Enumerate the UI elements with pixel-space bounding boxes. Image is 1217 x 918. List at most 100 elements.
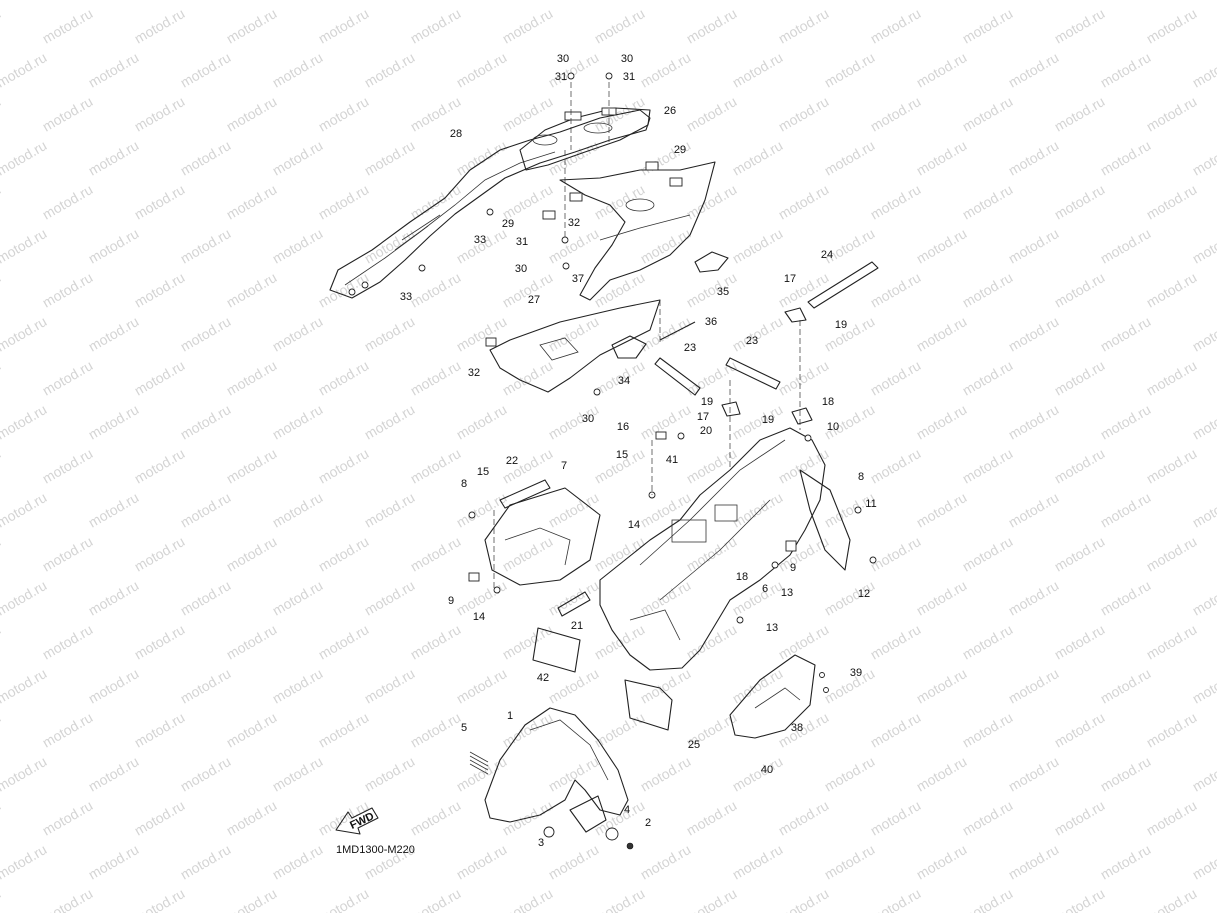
callout-19: 19: [835, 319, 847, 331]
watermark-text: motod.ru: [224, 709, 280, 750]
watermark-text: motod.ru: [500, 93, 556, 134]
watermark-text: motod.ru: [1098, 753, 1154, 794]
watermark-text: motod.ru: [132, 5, 188, 46]
callout-2: 2: [645, 817, 651, 829]
callout-30: 30: [582, 413, 594, 425]
watermark-text: motod.ru: [454, 489, 510, 530]
watermark-text: motod.ru: [1052, 5, 1108, 46]
watermark-text: motod.ru: [730, 49, 786, 90]
callout-24: 24: [821, 249, 833, 261]
watermark-text: motod.ru: [362, 401, 418, 442]
watermark-text: motod.ru: [224, 533, 280, 574]
callout-4: 4: [624, 804, 630, 816]
watermark-text: motod.ru: [914, 489, 970, 530]
watermark-text: motod.ru: [914, 665, 970, 706]
watermark-text: motod.ru: [0, 5, 3, 46]
watermark-text: motod.ru: [960, 181, 1016, 222]
callout-40: 40: [761, 764, 773, 776]
watermark-text: motod.ru: [86, 665, 142, 706]
watermark-text: motod.ru: [822, 841, 878, 882]
callout-23: 23: [684, 342, 696, 354]
watermark-text: motod.ru: [316, 709, 372, 750]
callout-32: 32: [468, 367, 480, 379]
watermark-text: motod.ru: [0, 665, 49, 706]
callout-18: 18: [736, 571, 748, 583]
watermark-text: motod.ru: [408, 533, 464, 574]
watermark-text: motod.ru: [0, 753, 49, 794]
watermark-text: motod.ru: [546, 49, 602, 90]
watermark-text: motod.ru: [730, 753, 786, 794]
watermark-text: motod.ru: [132, 357, 188, 398]
watermark-text: motod.ru: [730, 225, 786, 266]
watermark-text: motod.ru: [1144, 533, 1200, 574]
watermark-text: motod.ru: [684, 797, 740, 838]
watermark-text: motod.ru: [224, 357, 280, 398]
watermark-text: motod.ru: [454, 49, 510, 90]
watermark-text: motod.ru: [86, 401, 142, 442]
watermark-text: motod.ru: [638, 841, 694, 882]
watermark-text: motod.ru: [270, 753, 326, 794]
watermark-text: motod.ru: [1190, 489, 1217, 530]
watermark-text: motod.ru: [362, 577, 418, 618]
watermark-text: motod.ru: [1006, 665, 1062, 706]
watermark-text: motod.ru: [1052, 93, 1108, 134]
watermark-text: motod.ru: [868, 181, 924, 222]
watermark-text: motod.ru: [362, 489, 418, 530]
callout-39: 39: [850, 667, 862, 679]
part-35-pad: [695, 252, 728, 272]
watermark-text: motod.ru: [0, 0, 49, 3]
watermark-text: motod.ru: [270, 577, 326, 618]
watermark-text: motod.ru: [592, 621, 648, 662]
watermark-text: motod.ru: [316, 269, 372, 310]
watermark-text: motod.ru: [0, 269, 3, 310]
watermark-text: motod.ru: [1006, 577, 1062, 618]
watermark-text: motod.ru: [776, 797, 832, 838]
watermark-text: motod.ru: [1006, 313, 1062, 354]
watermark-text: motod.ru: [1098, 137, 1154, 178]
watermark-text: motod.ru: [638, 225, 694, 266]
watermark-text: motod.ru: [730, 665, 786, 706]
watermark-text: motod.ru: [1052, 357, 1108, 398]
watermark-text: motod.ru: [1098, 49, 1154, 90]
watermark-text: motod.ru: [362, 49, 418, 90]
callout-11: 11: [865, 498, 876, 510]
watermark-text: motod.ru: [1144, 445, 1200, 486]
watermark-text: motod.ru: [914, 49, 970, 90]
watermark-text: motod.ru: [362, 313, 418, 354]
watermark-text: motod.ru: [270, 665, 326, 706]
watermark-text: motod.ru: [454, 665, 510, 706]
watermark-text: motod.ru: [86, 753, 142, 794]
watermark-text: motod.ru: [178, 225, 234, 266]
callout-20: 20: [700, 425, 712, 437]
watermark-text: motod.ru: [868, 621, 924, 662]
watermark-text: motod.ru: [822, 0, 878, 3]
callout-31: 31: [623, 71, 635, 83]
watermark-text: motod.ru: [960, 533, 1016, 574]
watermark-text: motod.ru: [730, 0, 786, 3]
callout-19: 19: [762, 414, 774, 426]
watermark-text: motod.ru: [132, 445, 188, 486]
watermark-text: motod.ru: [178, 841, 234, 882]
watermark-text: motod.ru: [132, 181, 188, 222]
watermark-text: motod.ru: [224, 181, 280, 222]
watermark-text: motod.ru: [1144, 269, 1200, 310]
watermark-text: motod.ru: [1052, 797, 1108, 838]
watermark-text: motod.ru: [684, 269, 740, 310]
watermark-text: motod.ru: [86, 137, 142, 178]
callout-3: 3: [538, 837, 544, 849]
watermark-text: motod.ru: [638, 577, 694, 618]
watermark-text: motod.ru: [1190, 49, 1217, 90]
callout-38: 38: [791, 722, 803, 734]
callout-42: 42: [537, 672, 549, 684]
watermark-text: motod.ru: [1098, 577, 1154, 618]
watermark-text: motod.ru: [0, 841, 49, 882]
callout-12: 12: [858, 588, 870, 600]
callout-31: 31: [555, 71, 567, 83]
watermark-text: motod.ru: [1098, 313, 1154, 354]
watermark-text: motod.ru: [1190, 225, 1217, 266]
watermark-text: motod.ru: [638, 753, 694, 794]
watermark-text: motod.ru: [408, 269, 464, 310]
watermark-text: motod.ru: [1006, 225, 1062, 266]
watermark-text: motod.ru: [822, 137, 878, 178]
watermark-text: motod.ru: [40, 797, 96, 838]
